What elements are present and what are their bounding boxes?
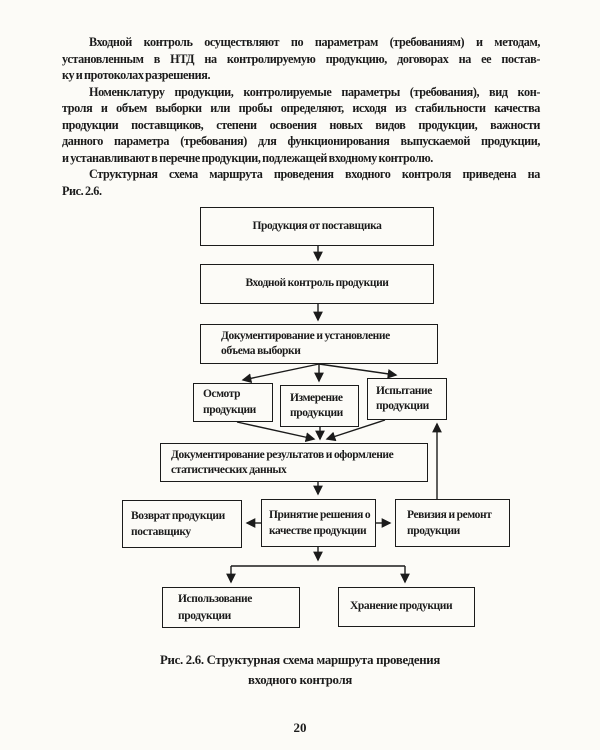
text-line: установленным в НТД на контролируемую пр… bbox=[62, 51, 540, 66]
text-line: Структурная схема маршрута проведения вх… bbox=[89, 167, 540, 181]
flowchart-box-revision-repair: Ревизия и ремонт продукции bbox=[395, 499, 510, 547]
text-line: Номенклатуру продукции, контролируемые п… bbox=[89, 84, 540, 99]
flowchart-box-documenting-sample-volume: Документирование и установление объема в… bbox=[200, 324, 438, 364]
text-line: троля и объем выборки или пробы определя… bbox=[62, 101, 540, 115]
flowchart-box-product-from-supplier: Продукция от поставщика bbox=[200, 207, 434, 246]
flowchart-box-product-use: Использование продукции bbox=[162, 587, 300, 628]
text-line: Входной контроль осуществляют по парамет… bbox=[89, 35, 540, 49]
text-line: Рис. 2.6. bbox=[62, 183, 102, 198]
flowchart-box-quality-decision: Принятие решения о качестве продукции bbox=[261, 499, 376, 547]
body-text: Входной контроль осуществляют по парамет… bbox=[62, 34, 540, 199]
flowchart-box-incoming-inspection: Входной контроль продукции bbox=[200, 264, 434, 304]
figure-caption-line: входного контроля bbox=[248, 673, 352, 687]
text-line: ку и протоколах разрешения. bbox=[62, 68, 211, 82]
flowchart-box-testing: Испытание продукции bbox=[367, 378, 447, 420]
flowchart-box-return-to-supplier: Возврат продукции поставщику bbox=[122, 500, 242, 548]
page-number: 20 bbox=[293, 720, 307, 735]
flowchart-box-documenting-results: Документирование результатов и оформлени… bbox=[160, 443, 428, 482]
text-line: продукции поставщиков, степени освоения … bbox=[62, 117, 540, 132]
flowchart-box-product-storage: Хранение продукции bbox=[338, 587, 475, 627]
figure-caption-line: Рис. 2.6. Структурная схема маршрута про… bbox=[160, 653, 440, 667]
flowchart-box-measurement: Измерение продукции bbox=[280, 385, 359, 427]
text-line: и устанавливают в перечне продукции, под… bbox=[62, 150, 433, 165]
flowchart-box-visual-inspection: Осмотр продукции bbox=[193, 383, 273, 422]
text-line: данного параметра (требования) для функц… bbox=[62, 134, 540, 148]
figure-caption: Рис. 2.6. Структурная схема маршрута про… bbox=[0, 650, 600, 690]
